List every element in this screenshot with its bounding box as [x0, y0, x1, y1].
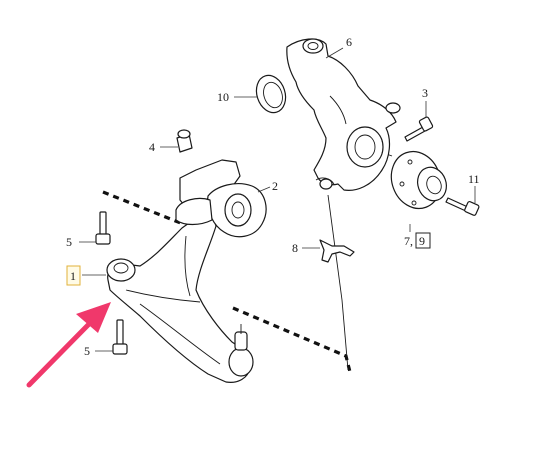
callout-3: 3 [422, 86, 428, 100]
callout-11: 11 [468, 172, 480, 186]
callout-7: 7, [404, 234, 413, 248]
wheel-knuckle [286, 38, 401, 191]
front-bushing [106, 258, 136, 282]
callout-1-box [66, 265, 81, 286]
callout-10: 10 [217, 90, 229, 104]
leader-6 [325, 47, 344, 59]
snap-ring [255, 74, 287, 114]
callout-5-lower: 5 [84, 344, 90, 358]
ball-joint [228, 324, 254, 377]
rear-bushing-bracket [175, 159, 267, 238]
arm-bolt-lower [112, 319, 128, 355]
dash-line-upper-left [102, 190, 184, 226]
hub-bolt [445, 197, 480, 216]
dash-line-lower-right [232, 306, 352, 373]
bracket-nut [176, 129, 193, 153]
wheel-hub [390, 150, 447, 210]
brake-hose-clip [319, 239, 355, 263]
callout-2: 2 [272, 179, 278, 193]
callout-9-box [415, 232, 431, 249]
lower-control-arm [107, 215, 251, 383]
pointer-arrow [26, 302, 111, 388]
arm-bolt-upper [95, 211, 111, 245]
callout-6: 6 [346, 35, 352, 49]
leader-2 [257, 186, 271, 193]
knuckle-bolt [404, 116, 434, 142]
callout-5-upper: 5 [66, 235, 72, 249]
axis-line-knuckle [327, 194, 349, 371]
callout-1: 1 [70, 269, 76, 283]
callout-8: 8 [292, 241, 298, 255]
callout-4: 4 [149, 140, 155, 154]
callout-9: 9 [419, 234, 425, 248]
